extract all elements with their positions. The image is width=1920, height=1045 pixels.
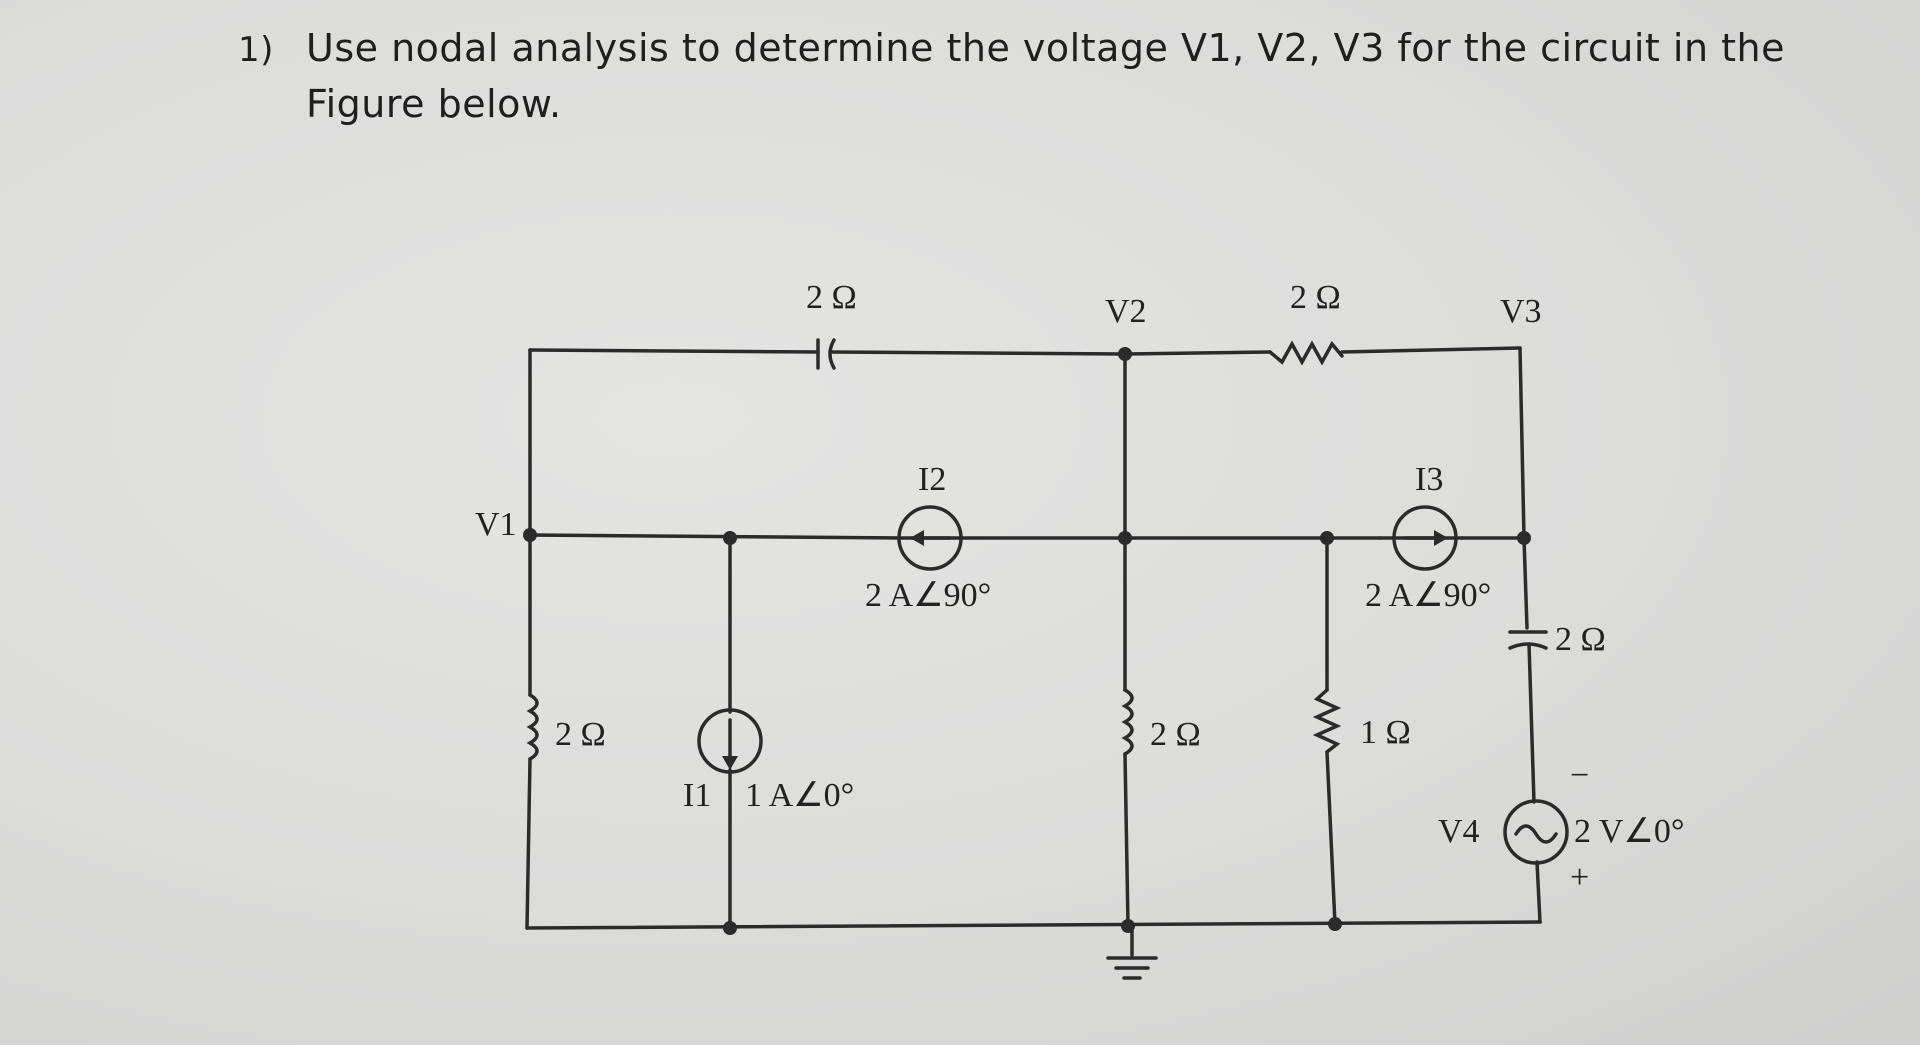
source-i1-value: 1 A∠0°	[745, 777, 854, 814]
wire-top-right-a	[1123, 350, 1272, 356]
source-i2-label: I2	[918, 461, 946, 498]
junction-dot-r1-bottom	[1328, 917, 1342, 931]
question-number: 1)	[238, 30, 274, 70]
top-resistor-label: 2 Ω	[1290, 279, 1341, 316]
node-label-v2: V2	[1105, 293, 1147, 330]
top-resistor	[1268, 340, 1344, 366]
wire-right-upper	[1518, 346, 1526, 540]
current-source-i3	[1392, 505, 1458, 571]
junction-dot-v3	[1517, 531, 1531, 545]
current-source-i2	[897, 505, 963, 571]
right-capacitor-label: 2 Ω	[1555, 621, 1606, 658]
wire-r1-bottom	[1325, 750, 1337, 926]
wire-mid-left	[528, 533, 902, 540]
current-source-i1-arrowhead	[722, 756, 738, 770]
top-capacitor-label: 2 Ω	[806, 279, 857, 316]
wire-bottom-rail	[525, 920, 1542, 930]
junction-dot-v2-top	[1118, 347, 1132, 361]
wire-right-mid	[1527, 642, 1536, 804]
voltage-source-value: 2 V∠0°	[1574, 813, 1685, 850]
source-i2-value: 2 A∠90°	[865, 577, 991, 614]
junction-dot-v2-mid	[1118, 531, 1132, 545]
junction-dot-i1-bottom	[723, 921, 737, 935]
junction-dot-v1	[523, 528, 537, 542]
current-source-i1	[697, 708, 763, 774]
node-label-v3: V3	[1500, 293, 1542, 330]
voltage-source-plus: +	[1570, 859, 1589, 896]
top-capacitor-plate-2	[828, 338, 836, 370]
mid-inductor	[1121, 688, 1134, 756]
wire-top-middle	[828, 350, 1127, 356]
wire-left-lower	[525, 757, 532, 930]
source-i3-value: 2 A∠90°	[1365, 577, 1491, 614]
source-i3-label: I3	[1415, 461, 1443, 498]
voltage-source-v4	[1503, 799, 1569, 865]
node-label-v4: V4	[1438, 813, 1480, 850]
mid-inductor-label: 2 Ω	[1150, 716, 1201, 753]
wire-right-lower	[1535, 860, 1542, 924]
junction-dot-ground	[1121, 919, 1135, 933]
current-source-i3-arrowhead	[1434, 530, 1448, 546]
left-inductor-label: 2 Ω	[555, 716, 606, 753]
wire-top-left	[528, 348, 820, 354]
right-resistor	[1312, 688, 1342, 754]
node-label-v1: V1	[475, 506, 517, 543]
junction-dot-r1-top	[1320, 531, 1334, 545]
wire-top-right-b	[1340, 346, 1522, 354]
right-resistor-label: 1 Ω	[1360, 714, 1411, 751]
source-i1-label: I1	[683, 777, 711, 814]
junction-dot-i1-top	[723, 531, 737, 545]
current-source-i2-arrowhead	[910, 530, 924, 546]
voltage-source-minus: −	[1570, 757, 1589, 794]
wire-v2-lower	[1123, 752, 1130, 927]
left-inductor	[526, 693, 539, 761]
wire-right-to-cap	[1522, 536, 1529, 630]
question-text: Use nodal analysis to determine the volt…	[306, 26, 1785, 126]
voltage-source-sine	[1514, 824, 1558, 844]
